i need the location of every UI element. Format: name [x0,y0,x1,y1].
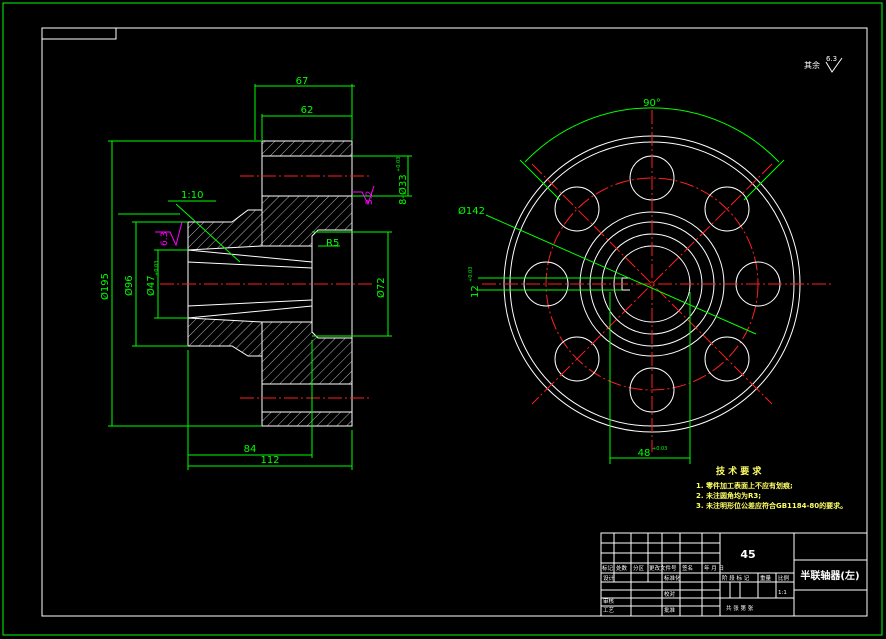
section-hatch-lower [261,411,353,427]
stage-1: 重量 [760,574,772,582]
dim-112: 112 [260,455,279,466]
dim-d72: Ø72 [375,277,387,298]
corner-box [41,27,117,40]
dim-key-depth: 48 [638,448,651,459]
hdr-5: 年 月 日 [704,564,724,572]
roughness-note-symbol: 6.3 [826,55,837,63]
tech-requirements: 技 术 要 求 1. 零件加工表面上不应有划痕; 2. 未注圆角均为R3; 3.… [696,465,847,510]
side-view: 90° Ø142 12 +0.03 48 +0.03 [458,98,832,464]
role-2: 审核 [603,597,615,605]
stage-2: 比例 [778,574,790,582]
hdr-4: 签名 [682,564,693,572]
dim-d195: Ø195 [99,273,111,300]
part-name: 半联轴器(左) [800,569,859,582]
tech-item-3: 3. 未注明形位公差应符合GB1184-80的要求。 [696,501,847,510]
tech-item-1: 1. 零件加工表面上不应有划痕; [696,481,793,490]
tech-item-2: 2. 未注圆角均为R3; [696,491,761,500]
roughness-note: 其余 6.3 [804,55,843,73]
role-4: 校对 [664,590,676,598]
dim-hole: 8-Ø33 [397,174,409,205]
hdr-0: 标记 [602,564,614,572]
dim-key-width-tol: +0.03 [468,267,474,282]
dim-d47: Ø47 [145,275,157,296]
dim-d47-tol: +0.03 [154,261,160,276]
dim-hole-tol: +0.03 [396,157,402,172]
sheet-count: 共 张 第 张 [726,604,754,612]
front-view: 67 62 1:10 R5 84 112 Ø195 Ø96 Ø47 +0.03 … [99,76,412,470]
dim-62: 62 [301,105,314,116]
dim-67: 67 [296,76,309,87]
dim-r5: R5 [326,238,339,249]
dim-key-width: 12 [470,285,481,298]
section-hatch-upper [261,140,353,157]
hdr-2: 分区 [633,564,645,572]
dim-angle: 90° [643,98,661,109]
dim-pcd: Ø142 [458,205,485,217]
dim-d96: Ø96 [123,275,135,296]
title-block: 45 半联轴器(左) 标记 处数 分区 更改文件号 签名 年 月 日 设计 标准… [600,532,868,617]
stage-0: 阶 段 标 记 [722,574,750,582]
dim-84: 84 [244,444,257,455]
hdr-1: 处数 [616,564,628,572]
role-5: 批准 [664,606,676,614]
roughness-6-3: 6.3 [160,232,170,246]
role-0: 设计 [603,574,615,582]
hdr-3: 更改文件号 [649,564,677,572]
roughness-3-2: 3.2 [365,191,375,205]
dim-key-depth-tol: +0.03 [652,446,667,452]
role-3: 工艺 [603,607,615,614]
roughness-note-text: 其余 [804,60,820,70]
section-hatch-lower-body [187,317,353,385]
role-1: 标准化 [664,574,681,582]
dim-taper: 1:10 [181,190,203,201]
tech-title: 技 术 要 求 [716,465,762,477]
material: 45 [740,548,755,561]
inner-border [41,27,868,617]
scale: 1:1 [778,590,787,596]
